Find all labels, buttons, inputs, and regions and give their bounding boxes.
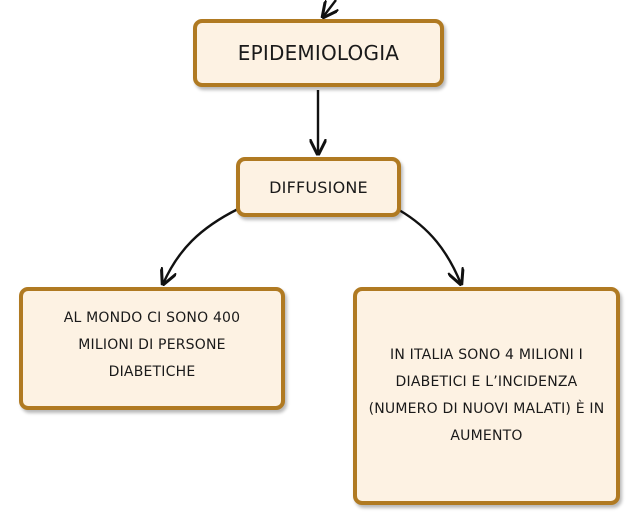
node-in-italia: IN ITALIA SONO 4 MILIONI I DIABETICI E L… <box>353 287 620 505</box>
node-al-mondo: AL MONDO CI SONO 400 MILIONI DI PERSONE … <box>19 287 285 410</box>
node-in-italia-label: IN ITALIA SONO 4 MILIONI I DIABETICI E L… <box>368 347 605 444</box>
edge-diffusione-to-mondo <box>163 207 239 284</box>
node-epidemiologia: EPIDEMIOLOGIA <box>193 19 444 87</box>
node-diffusione-label: DIFFUSIONE <box>269 177 368 197</box>
node-epidemiologia-label: EPIDEMIOLOGIA <box>237 41 400 65</box>
node-al-mondo-label: AL MONDO CI SONO 400 MILIONI DI PERSONE … <box>63 310 241 380</box>
edge-parent-to-epidemiologia <box>323 0 336 17</box>
edge-diffusione-to-italia <box>398 208 461 284</box>
node-diffusione: DIFFUSIONE <box>236 157 401 217</box>
